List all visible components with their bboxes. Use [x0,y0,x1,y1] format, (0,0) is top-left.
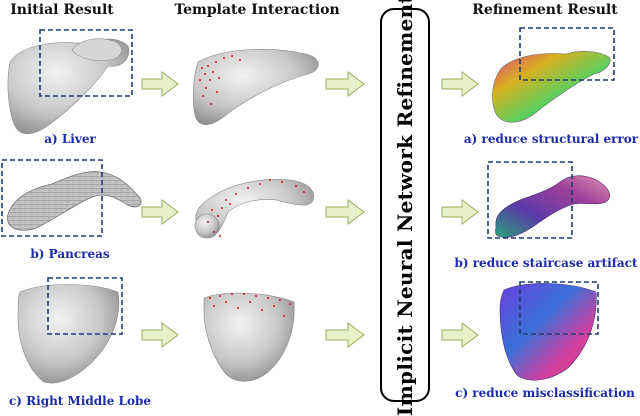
caption-pancreas: b) Pancreas [30,247,110,261]
liver-focus-box [39,29,133,97]
pancreas-template-head [194,213,220,239]
arrow-row1-c [441,71,479,97]
lobe-template-mesh [203,292,295,382]
implicit-network-label: Implicit Neural Network Refinement [393,0,417,416]
liver-initial-lobe [71,38,122,61]
arrow-row1-b [325,71,365,97]
header-refinement-result: Refinement Result [472,2,618,18]
caption-right-middle-lobe: c) Right Middle Lobe [9,394,151,408]
arrow-row1-a [141,71,179,97]
liver-template-mesh [192,49,319,125]
lobe-initial-mesh [17,284,120,384]
lobe-refined-mesh [499,283,597,381]
caption-reduce-structural-error: a) reduce structural error [463,132,639,146]
liver-refined-focus-box [519,27,615,81]
pancreas-refined-focus-box [487,161,573,239]
pancreas-sample-points [207,179,305,237]
header-template-interaction: Template Interaction [174,2,340,18]
arrow-row2-a [141,199,179,225]
liver-sample-points [199,55,241,105]
arrow-row3-a [141,322,179,348]
lobe-refined-focus-box [519,281,599,335]
arrow-row3-c [441,322,479,348]
arrows [141,71,479,348]
arrow-row2-c [441,199,479,225]
pancreas-refined-mesh [495,175,610,238]
header-initial-result: Initial Result [10,2,114,18]
liver-refined-mesh [492,51,611,123]
arrow-row3-b [325,322,365,348]
lobe-focus-box [47,277,123,335]
pancreas-focus-box [1,159,103,237]
caption-reduce-staircase-artifact: b) reduce staircase artifact [454,256,638,270]
arrow-row2-b [325,199,365,225]
pancreas-initial-mesh [7,171,142,231]
caption-liver: a) Liver [44,132,96,146]
caption-reduce-misclassification: c) reduce misclassification [455,386,635,400]
lobe-sample-points [209,293,291,317]
implicit-network-box: Implicit Neural Network Refinement [380,0,430,416]
